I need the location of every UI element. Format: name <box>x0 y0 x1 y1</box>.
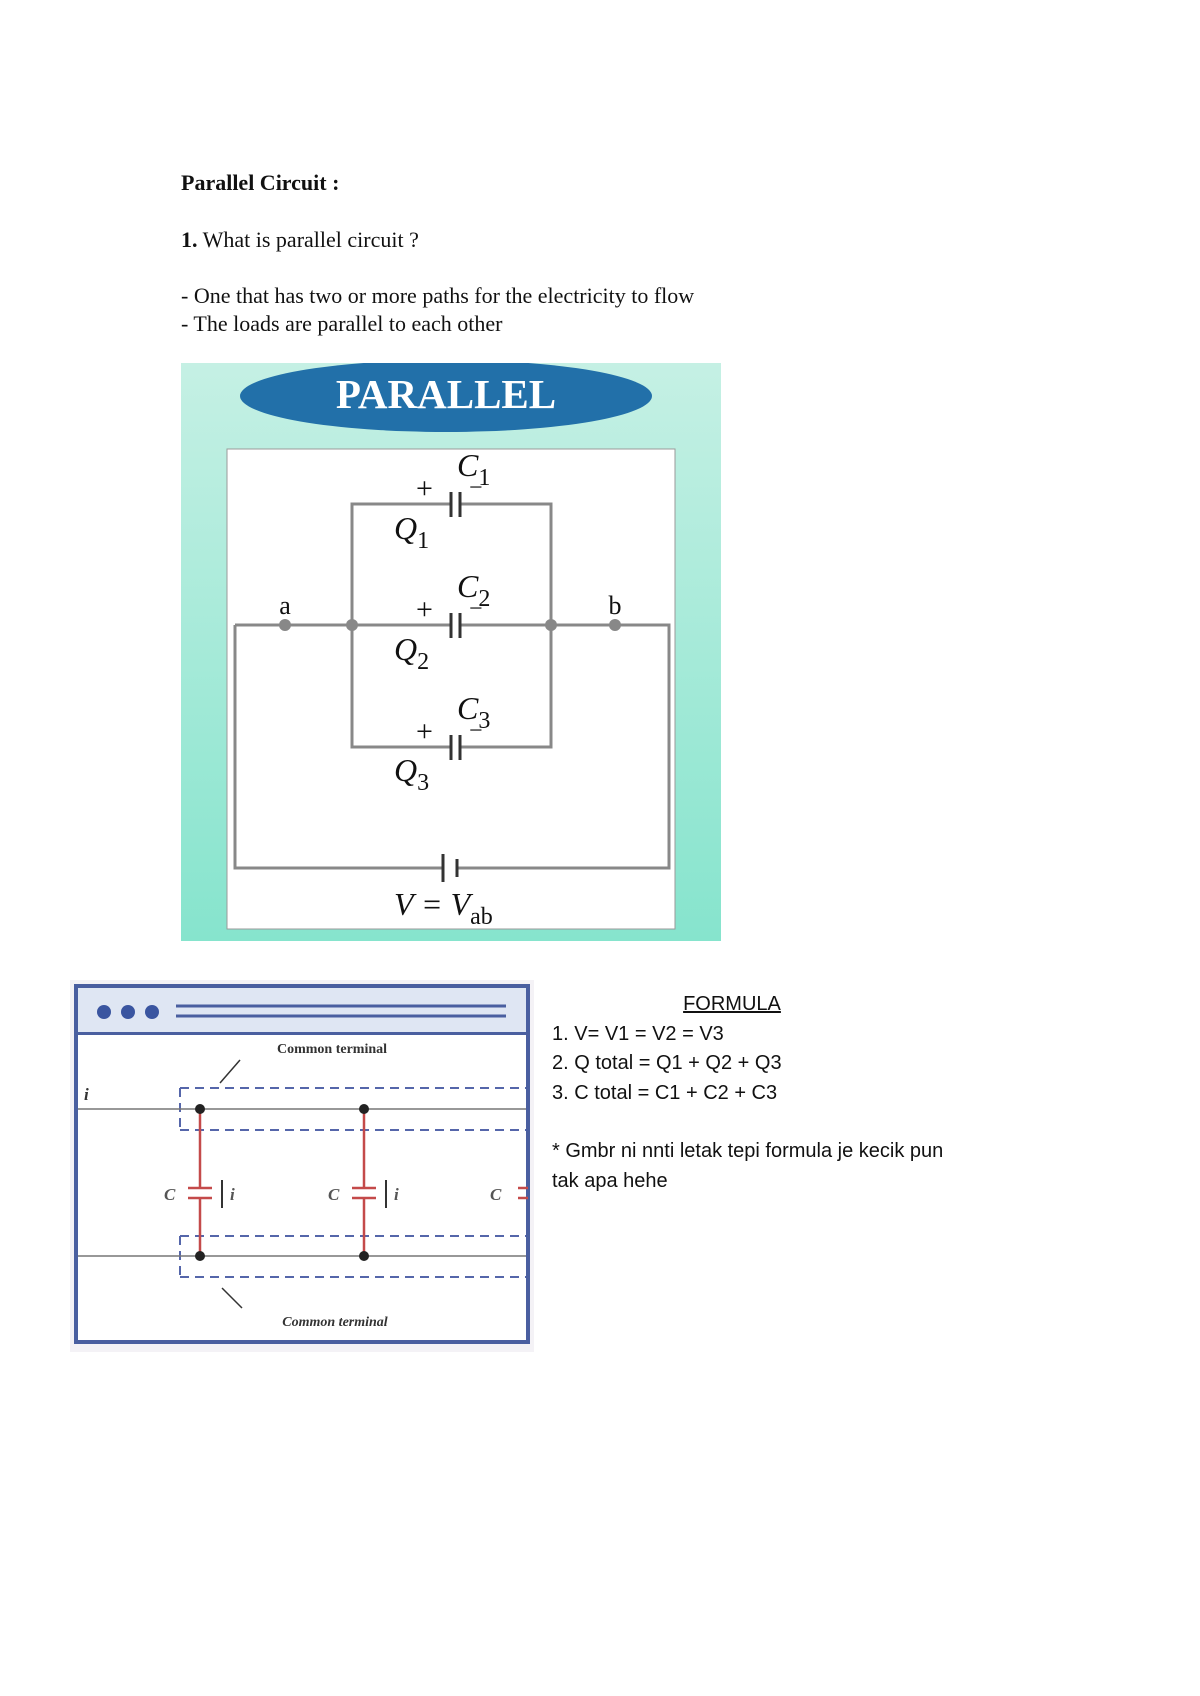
minus-sign: − <box>469 475 483 501</box>
bottom-terminal-label: Common terminal <box>282 1315 388 1330</box>
question: 1. What is parallel circuit ? <box>181 227 419 253</box>
formula-line: 2. Q total = Q1 + Q2 + Q3 <box>552 1052 782 1074</box>
page-heading: Parallel Circuit : <box>181 170 340 195</box>
plus-sign: + <box>416 715 433 748</box>
charge-label: Q3 <box>394 752 429 796</box>
banner-ellipse <box>240 363 652 432</box>
charge-label: Q2 <box>394 631 429 675</box>
node-a-label: a <box>279 591 291 620</box>
question-text: What is parallel circuit ? <box>202 227 419 252</box>
capacitor-label: C <box>164 1185 176 1204</box>
banner-title: PARALLEL <box>336 371 556 417</box>
window-dots <box>97 1005 159 1019</box>
formula-title: FORMULA <box>683 993 781 1015</box>
parallel-capacitor-diagram: PARALLEL a b + − C1 Q1 + − C2 <box>181 363 721 941</box>
formula-block: FORMULA 1. V= V1 = V2 = V3 2. Q total = … <box>552 990 1022 1196</box>
note-line: tak apa hehe <box>552 1169 668 1192</box>
circuit-nodes <box>279 619 621 631</box>
current-label: i <box>84 1085 89 1104</box>
common-terminal-diagram: Common terminal i C C C i i Common termi… <box>70 980 534 1352</box>
rail-wires <box>78 1108 526 1257</box>
titlebar-lines <box>176 1004 506 1018</box>
window-titlebar <box>78 988 526 1032</box>
branch-current-label: i <box>394 1185 399 1204</box>
formula-line: 3. C total = C1 + C2 + C3 <box>552 1081 778 1104</box>
answer-line: - One that has two or more paths for the… <box>181 283 695 308</box>
answer-list: - One that has two or more paths for the… <box>181 282 694 338</box>
answer-line: - The loads are parallel to each other <box>181 311 503 336</box>
formula-line: 1. V= V1 = V2 = V3 <box>552 1022 724 1045</box>
top-terminal-label: Common terminal <box>277 1042 387 1057</box>
source-voltage-label: V = Vab <box>394 886 493 930</box>
minus-sign: − <box>469 596 483 622</box>
window-frame <box>74 984 530 1344</box>
capacitor-plates <box>441 492 462 882</box>
note-line: * Gmbr ni nnti letak tepi formula je kec… <box>552 1140 944 1162</box>
capacitor-label: C <box>328 1185 340 1204</box>
minus-sign: − <box>469 718 483 744</box>
current-arrows <box>221 1180 387 1208</box>
plus-sign: + <box>416 593 433 626</box>
terminal-dashes <box>179 1087 526 1278</box>
capacitor-label: C1 <box>457 447 490 491</box>
formula-note: * Gmbr ni nnti letak tepi formula je kec… <box>552 1137 1022 1196</box>
node-b-label: b <box>609 591 622 620</box>
question-number: 1. <box>181 227 198 252</box>
junction-nodes <box>195 1104 369 1261</box>
capacitor-label: C3 <box>457 690 490 734</box>
charge-label: Q1 <box>394 510 429 554</box>
capacitor-label: C <box>490 1185 502 1204</box>
branch-current-label: i <box>230 1185 235 1204</box>
diagram-panel <box>226 448 676 930</box>
plus-sign: + <box>416 472 433 505</box>
capacitor-label: C2 <box>457 568 490 612</box>
capacitor-branches <box>188 1109 528 1256</box>
